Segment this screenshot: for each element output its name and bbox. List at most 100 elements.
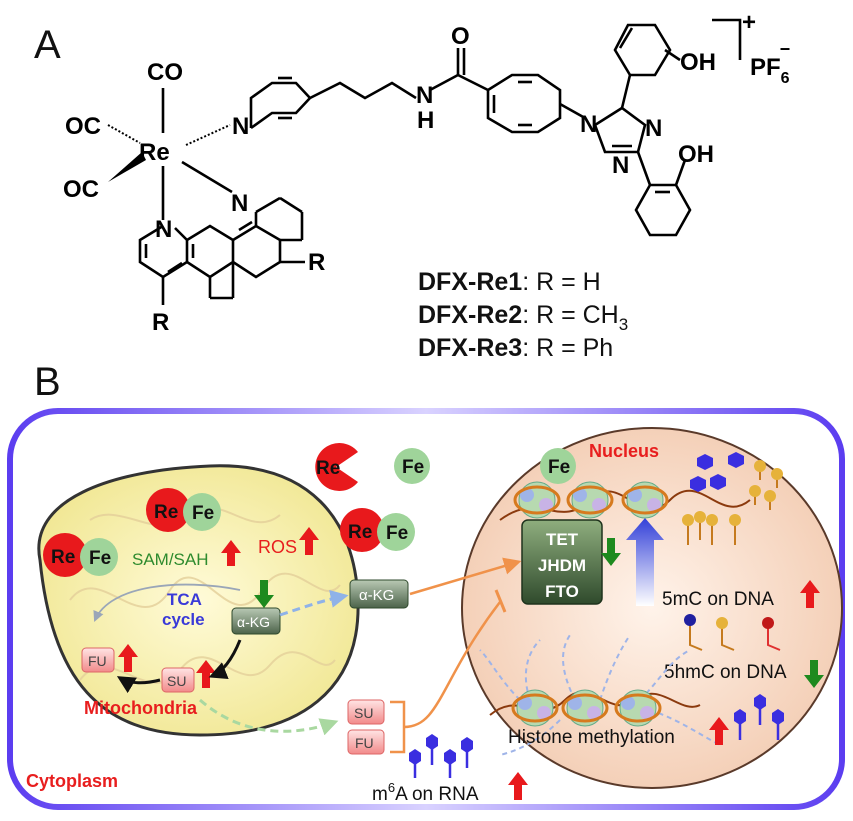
cytoplasm-label: Cytoplasm [26,771,118,791]
fu-box-cyto [347,729,385,755]
akg-to-enzymes-arrow [409,557,522,596]
histone-methyl-lollipops [734,694,784,740]
panel-b: B Cytoplasm Nucleus Mitochondria Re Fe R… [7,360,845,810]
nucleosome [614,689,662,727]
fe-circle [80,538,118,576]
fe-circle [377,513,415,551]
fe-circle [394,448,430,484]
compound-3: DFX-Re3: R = Ph [418,334,613,362]
wedge-bond [108,152,146,182]
re-fe-complex-mito-1: Re Fe [146,488,221,532]
compound-list: DFX-Re1: R = H DFX-Re2: R = CH3 DFX-Re3:… [418,268,628,362]
tca-arrow [93,583,241,622]
fe-circle [183,493,221,531]
free-fe-cyto: Fe [394,448,430,484]
nucleosome [561,689,609,727]
nucleus-label: Nucleus [589,441,659,461]
su-label: SU [167,673,186,689]
enzyme-jhdm: JHDM [538,556,586,575]
5hmc-label: 5hmC on DNA [664,662,787,683]
atom-oc: OC [65,113,101,140]
5mc-lollipops [682,460,783,545]
nucleosome [511,689,559,727]
atom-labels: CO OC OC Re N N N R R O N H N N N OH OH … [63,9,790,336]
compound-2: DFX-Re2: R = CH3 [418,301,628,334]
enzyme-fto: FTO [545,582,579,601]
tca-label: TCA [167,590,202,609]
enzyme-tet: TET [546,530,579,549]
atom-h: H [417,107,434,134]
nucleosome [566,481,614,519]
atom-r: R [308,249,325,276]
atom-n: N [612,152,629,179]
panel-b-label: B [34,360,61,404]
re-circle [43,533,87,577]
panel-a-label: A [34,23,61,67]
su-box-cyto [347,699,385,725]
methyl-marks [690,452,744,492]
up-arrow-icon [800,580,820,608]
free-fe-nucleus: Fe [540,448,576,484]
atom-n: N [232,113,249,140]
fe-label: Fe [89,548,111,569]
histone-label: Histone methylation [508,727,675,748]
re-label: Re [154,502,178,523]
up-arrow-icon [299,527,319,555]
up-arrow-icon [709,717,729,745]
akg-box-mito [231,607,281,635]
atom-oc: OC [63,176,99,203]
fe-label: Fe [192,503,214,524]
inhibition-bar [494,589,507,613]
fe-label: Fe [402,457,424,478]
panel-a: A [34,9,790,362]
down-arrow-icon [804,660,824,688]
re-fe-complex-cyto: Re Fe [340,508,415,552]
inhibition-line-su-fu [403,601,501,729]
fu-box-mito [81,647,115,673]
atom-o: O [451,23,470,50]
fe-label: Fe [386,523,408,544]
5mc-label: 5mC on DNA [662,589,774,610]
akg-to-su-arrow [208,639,242,679]
big-up-arrow-icon [626,518,664,606]
re-label: Re [51,547,75,568]
su-label: SU [354,705,373,721]
re-circle [146,488,190,532]
counterion: PF6− [750,39,790,87]
atom-n: N [645,115,662,142]
atom-oh: OH [678,141,714,168]
m6a-label: m6A on RNA [372,780,479,805]
atom-n: N [155,216,172,243]
re-label: Re [348,522,372,543]
up-arrow-icon [508,772,528,800]
up-arrow-icon [221,540,241,566]
atom-oh: OH [680,49,716,76]
enzymes-box [521,519,603,605]
structure-bonds [138,18,742,305]
fu-label: FU [355,735,374,751]
nucleosome [621,481,669,519]
up-arrow-icon [118,644,138,672]
akg-label: α-KG [359,587,394,604]
fe-label: Fe [548,457,570,478]
nucleus [461,427,843,789]
free-re: Re [315,443,358,491]
cycle-label: cycle [162,610,205,629]
akg-label: α-KG [237,614,270,630]
sam-sah-label: SAM/SAH [132,550,209,569]
su-to-fu-arrow [116,676,161,694]
su-export-arrow [199,698,339,736]
hashed-bonds [107,124,231,146]
compound-1: DFX-Re1: R = H [418,268,601,296]
nucleosome [513,481,561,519]
nucleosomes-bottom [479,634,721,756]
re-fe-complex-mito-2: Re Fe [43,533,118,577]
atom-n: N [416,82,433,109]
atom-n: N [231,190,248,217]
charge-plus: + [742,9,756,36]
m6a-lollipops [409,734,473,778]
atom-n: N [580,111,597,138]
fu-label: FU [88,653,107,669]
5hmc-lollipops [684,614,781,651]
